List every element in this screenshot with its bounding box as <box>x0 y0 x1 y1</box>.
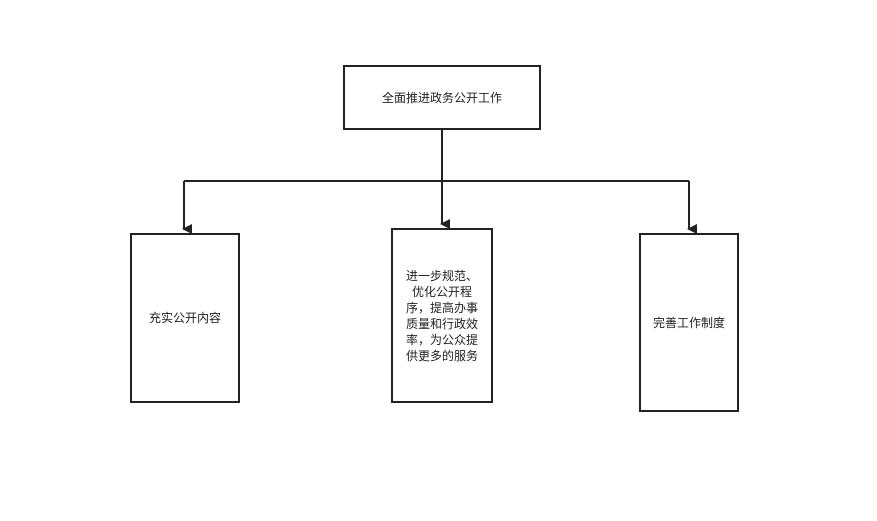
root-node-label: 全面推进政务公开工作 <box>381 90 502 105</box>
child-node-process[interactable]: 进一步规范、优化公开程序，提高办事质量和行政效率，为公众提供更多的服务 <box>391 228 493 403</box>
child-node-content-label: 充实公开内容 <box>148 311 221 325</box>
child-node-system[interactable]: 完善工作制度 <box>639 233 739 412</box>
root-node[interactable]: 全面推进政务公开工作 <box>343 65 541 130</box>
child-node-process-label: 进一步规范、优化公开程序，提高办事质量和行政效率，为公众提供更多的服务 <box>405 268 478 363</box>
child-node-content[interactable]: 充实公开内容 <box>130 233 240 403</box>
child-node-system-label: 完善工作制度 <box>652 315 725 330</box>
